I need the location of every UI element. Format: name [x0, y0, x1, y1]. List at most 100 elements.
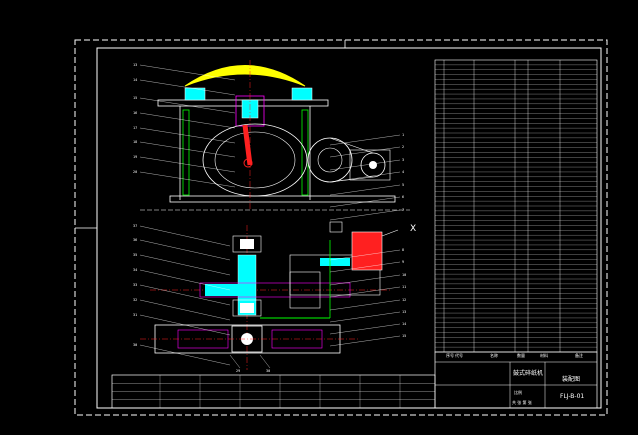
bom-header-qty: 数量	[517, 353, 525, 358]
callout-leader	[329, 261, 401, 273]
assembly-name-text: 鼓式碎纸机	[513, 370, 544, 377]
top-right-bearing	[291, 87, 313, 101]
callout-leader	[329, 184, 401, 196]
callout-leader	[329, 335, 401, 347]
drum-cover-arc	[184, 65, 306, 87]
motor-pulley	[307, 137, 353, 183]
callout-leader	[139, 344, 231, 366]
callout-number: 29	[236, 369, 240, 373]
bom-table	[434, 59, 598, 353]
callout-leader	[139, 112, 236, 129]
sheet-label-text: 共 张 第 张	[512, 400, 532, 405]
callout-number: 13	[402, 310, 406, 314]
belt-bottom	[329, 176, 374, 183]
callout-number: 6	[402, 195, 404, 199]
callout-leader	[329, 171, 401, 183]
callout-leader	[229, 354, 241, 369]
callout-number: 32	[133, 298, 137, 302]
callout-number: 14	[402, 322, 406, 326]
callout-number: 37	[133, 224, 137, 228]
callout-leader	[329, 209, 401, 221]
gearbox-cyan	[320, 258, 350, 266]
callout-number: 11	[402, 285, 406, 289]
callout-leader	[139, 269, 231, 291]
callout-leader	[329, 323, 401, 335]
callout-number: 16	[133, 111, 137, 115]
bom-header-material: 材料	[540, 353, 548, 358]
callout-leaders: 1314151617181920373635343332313012345678…	[133, 63, 406, 373]
callout-number: 30	[266, 369, 270, 373]
callout-number: 12	[402, 298, 406, 302]
motor-arrow-line	[381, 229, 399, 237]
callout-number: 9	[402, 260, 404, 264]
frame-green-right	[301, 109, 309, 196]
bom-header-code: 代号	[455, 353, 463, 358]
callout-number: 8	[402, 248, 404, 252]
plan-view: X	[140, 221, 416, 370]
callout-leader	[139, 314, 231, 336]
upper-bearing-core	[240, 239, 254, 249]
motor-body	[349, 149, 391, 181]
base-plate	[169, 195, 396, 203]
cross-mark: X	[410, 224, 416, 234]
drawing-number-text: FLJ-B-01	[560, 393, 585, 400]
callout-leader	[139, 64, 236, 81]
callout-leader	[139, 141, 236, 158]
gearbox-frame	[289, 254, 381, 296]
callout-leader	[329, 249, 401, 261]
callout-number: 18	[133, 140, 137, 144]
shaft-cyan-segment	[205, 284, 245, 296]
outer-sheet-border	[74, 39, 608, 416]
horizontal-shaft	[199, 282, 351, 298]
scale-label-text: 比例	[514, 390, 522, 395]
callout-leader	[139, 239, 231, 261]
callout-leader	[139, 79, 236, 96]
crank-pin	[243, 158, 253, 168]
callout-number: 15	[402, 334, 406, 338]
side-view	[140, 60, 410, 211]
callout-leader	[329, 146, 401, 158]
bom-header-note: 备注	[575, 353, 583, 358]
callout-leader	[329, 196, 401, 208]
callout-leader	[329, 159, 401, 171]
motor-block	[351, 231, 383, 271]
callout-number: 5	[402, 183, 404, 187]
callout-leader	[139, 156, 236, 173]
callout-leader	[329, 134, 401, 146]
frame-green-left	[182, 109, 190, 196]
callout-leader	[139, 127, 236, 144]
callout-leader	[139, 284, 231, 306]
callout-number: 7	[402, 208, 404, 212]
callout-leader	[259, 354, 271, 369]
callout-number: 33	[133, 283, 137, 287]
callout-number: 4	[402, 170, 404, 174]
callout-leader	[329, 299, 401, 311]
callout-number: 15	[133, 96, 137, 100]
lower-bearing-core	[240, 303, 254, 313]
callout-number: 20	[133, 170, 137, 174]
callout-leader	[139, 225, 231, 247]
belt-top	[329, 137, 374, 154]
callout-number: 1	[402, 133, 404, 137]
callout-number: 17	[133, 126, 137, 130]
bom-header-name: 名称	[490, 353, 498, 358]
callout-leader	[329, 274, 401, 286]
title-block	[111, 351, 598, 409]
callout-number: 35	[133, 253, 137, 257]
large-gear	[202, 123, 308, 197]
motor-terminal	[329, 221, 343, 233]
drawing-type-text: 装配图	[562, 376, 581, 383]
callout-leader	[329, 311, 401, 323]
top-left-bearing	[184, 87, 206, 101]
callout-leader	[139, 299, 231, 321]
bom-header-no: 序号	[446, 353, 454, 358]
callout-number: 2	[402, 145, 404, 149]
callout-number: 31	[133, 313, 137, 317]
large-gear-inner	[214, 131, 296, 189]
callout-number: 30	[133, 343, 137, 347]
callout-number: 34	[133, 268, 137, 272]
motor-small-pulley-hub	[369, 161, 377, 169]
inner-frame	[96, 47, 602, 409]
